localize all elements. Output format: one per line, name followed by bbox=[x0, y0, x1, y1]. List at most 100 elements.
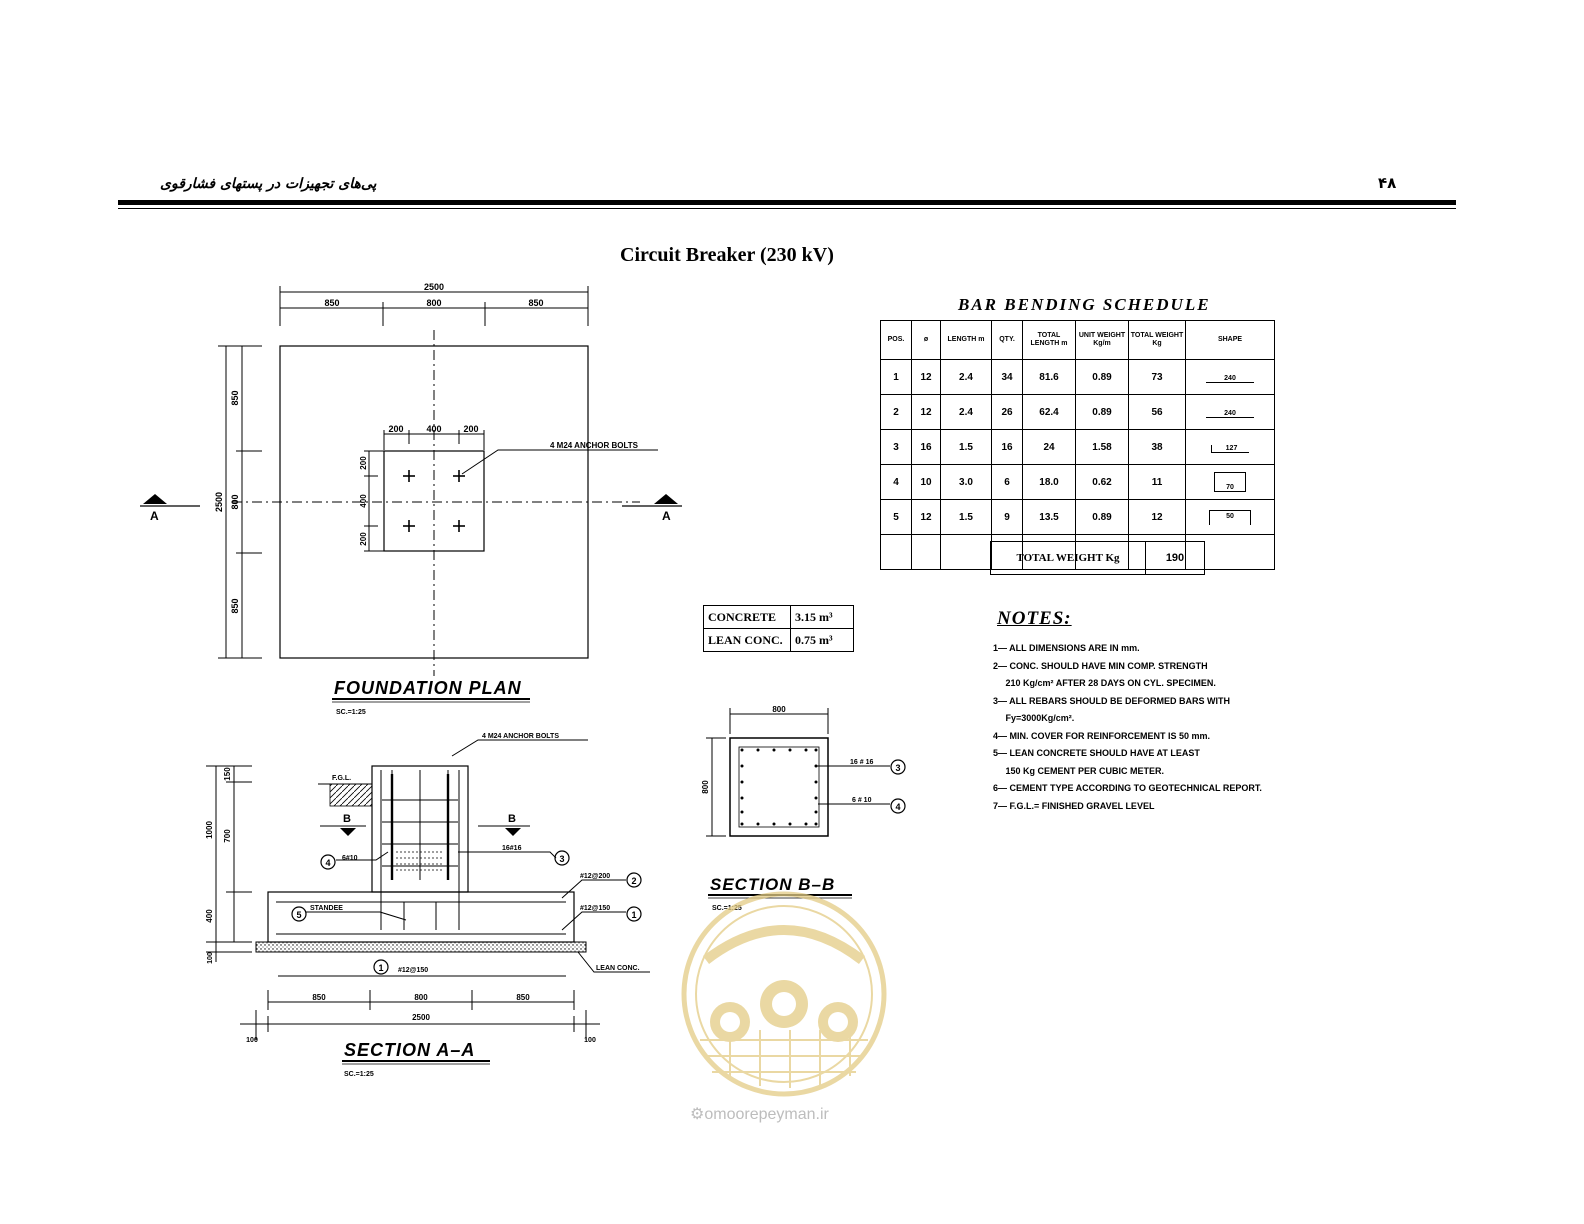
col-total-weight: TOTAL WEIGHT Kg bbox=[1128, 320, 1186, 360]
bar-bottom: #12@150 bbox=[398, 967, 428, 974]
note-line: 6— CEMENT TYPE ACCORDING TO GEOTECHNICAL… bbox=[993, 783, 1262, 793]
callout-1-bottom: 1 bbox=[378, 963, 383, 973]
cell-pos: 3 bbox=[880, 429, 912, 465]
note-line: 3— ALL REBARS SHOULD BE DEFORMED BARS WI… bbox=[993, 695, 1231, 706]
shape-stirrup: 70 bbox=[1214, 472, 1246, 492]
cell-length: 1.5 bbox=[940, 429, 992, 465]
cell-unit-weight: 0.62 bbox=[1075, 464, 1129, 500]
col-qty: QTY. bbox=[991, 320, 1023, 360]
col-pos: POS. bbox=[880, 320, 912, 360]
lean-conc-label: LEAN CONC. bbox=[596, 965, 640, 972]
cell-length: 2.4 bbox=[940, 394, 992, 430]
section-aa-scale: SC.=1:25 bbox=[344, 1071, 374, 1078]
section-mark-b-left: B bbox=[343, 813, 351, 825]
bar-12-150: #12@150 bbox=[580, 905, 610, 912]
note-line: 1— ALL DIMENSIONS ARE IN mm. bbox=[993, 643, 1140, 653]
cell-dia: 10 bbox=[911, 464, 941, 500]
cell-dia: 16 bbox=[911, 429, 941, 465]
bb-dim-800-v: 800 bbox=[701, 780, 710, 794]
note-line: 210 Kg/cm² AFTER 28 DAYS ON CYL. SPECIME… bbox=[993, 678, 1216, 688]
cell-length: 3.0 bbox=[940, 464, 992, 500]
callout-5: 5 bbox=[296, 910, 301, 920]
watermark-url-text: omoorepeyman.ir bbox=[704, 1106, 829, 1123]
table-row: LEAN CONC. 0.75 m³ bbox=[703, 628, 854, 652]
dim-bottom-800: 800 bbox=[414, 993, 428, 1002]
note-line: Fy=3000Kg/cm². bbox=[993, 713, 1075, 723]
notes-title: NOTES: bbox=[997, 608, 1072, 629]
dim-ped-left-bottom: 200 bbox=[359, 532, 368, 546]
watermark-logo-icon: ⚙ bbox=[690, 1106, 705, 1123]
cell-total-length: 81.6 bbox=[1022, 359, 1076, 395]
cell-total-weight: 38 bbox=[1128, 429, 1186, 465]
foundation-plan-scale: SC.=1:25 bbox=[336, 709, 366, 716]
dim-150: 150 bbox=[223, 767, 232, 781]
bar-schedule-title: BAR BENDING SCHEDULE bbox=[958, 295, 1211, 314]
cell-shape: 240 bbox=[1185, 359, 1275, 395]
dim-ped-left-mid: 400 bbox=[359, 494, 368, 508]
notes-list: 1— ALL DIMENSIONS ARE IN mm. 2— CONC. SH… bbox=[993, 640, 1262, 815]
bar-12-200: #12@200 bbox=[580, 873, 610, 880]
cell-shape: 70 bbox=[1185, 464, 1275, 500]
cell-total-weight: 12 bbox=[1128, 499, 1186, 535]
shape-l-bar: 127 bbox=[1210, 444, 1250, 453]
anchor-bolts-label-plan: 4 M24 ANCHOR BOLTS bbox=[550, 441, 639, 450]
book-title: پی‌های تجهیزات در پستهای فشارقوی bbox=[160, 176, 377, 192]
cell-qty: 16 bbox=[991, 429, 1023, 465]
cell-qty: 6 bbox=[991, 464, 1023, 500]
total-weight-row: TOTAL WEIGHT Kg 190 bbox=[990, 541, 1205, 575]
dim-ped-left-top: 200 bbox=[359, 456, 368, 470]
section-aa-title: SECTION A–A bbox=[344, 1040, 475, 1060]
shape-standee: 50 bbox=[1209, 509, 1251, 525]
bar-schedule-table: POS. ø LENGTH m QTY. TOTAL LENGTH m UNIT… bbox=[880, 320, 1275, 570]
cell-dia: 12 bbox=[911, 499, 941, 535]
section-bb-title: SECTION B–B bbox=[710, 875, 835, 894]
dim-ped-top-right: 200 bbox=[463, 424, 478, 434]
cell-total-length: 13.5 bbox=[1022, 499, 1076, 535]
cell-total-length: 18.0 bbox=[1022, 464, 1076, 500]
cell-qty: 34 bbox=[991, 359, 1023, 395]
col-unit-weight: UNIT WEIGHT Kg/m bbox=[1075, 320, 1129, 360]
header-rule-thin bbox=[118, 208, 1456, 209]
cell-pos: 4 bbox=[880, 464, 912, 500]
page-title: Circuit Breaker (230 kV) bbox=[620, 244, 834, 266]
cell-shape: 240 bbox=[1185, 394, 1275, 430]
dim-bottom-850-left: 850 bbox=[312, 993, 326, 1002]
callout-2: 2 bbox=[631, 876, 636, 886]
note-line: 150 Kg CEMENT PER CUBIC METER. bbox=[993, 765, 1165, 776]
bar-schedule-header: POS. ø LENGTH m QTY. TOTAL LENGTH m UNIT… bbox=[880, 320, 1275, 360]
watermark-seal bbox=[681, 891, 887, 1097]
note-line: 2— CONC. SHOULD HAVE MIN COMP. STRENGTH bbox=[993, 660, 1208, 671]
lean-conc-value: 0.75 m³ bbox=[790, 628, 854, 652]
cell-total-weight: 56 bbox=[1128, 394, 1186, 430]
total-weight-label: TOTAL WEIGHT Kg bbox=[990, 541, 1146, 575]
shape-straight: 240 bbox=[1206, 409, 1254, 418]
note-line: 5— LEAN CONCRETE SHOULD HAVE AT LEAST bbox=[993, 748, 1200, 758]
fgl-label: F.G.L. bbox=[332, 775, 351, 782]
cell-total-length: 24 bbox=[1022, 429, 1076, 465]
table-row: CONCRETE 3.15 m³ bbox=[703, 605, 854, 629]
bar-6-10: 6#10 bbox=[342, 855, 358, 862]
bb-callout-4: 4 bbox=[895, 802, 900, 812]
page-number: ۴۸ bbox=[1378, 174, 1397, 192]
shape-straight: 240 bbox=[1206, 374, 1254, 383]
concrete-label: CONCRETE bbox=[703, 605, 791, 629]
cell-total-weight: 73 bbox=[1128, 359, 1186, 395]
callout-1: 1 bbox=[631, 910, 636, 920]
cell-total-weight: 11 bbox=[1128, 464, 1186, 500]
dim-left-top: 850 bbox=[230, 390, 240, 405]
table-row: 3 16 1.5 16 24 1.58 38 127 bbox=[880, 429, 1275, 465]
cell-length: 2.4 bbox=[940, 359, 992, 395]
col-total-length: TOTAL LENGTH m bbox=[1022, 320, 1076, 360]
bb-dim-800: 800 bbox=[772, 705, 786, 714]
note-line: 4— MIN. COVER FOR REINFORCEMENT IS 50 mm… bbox=[993, 730, 1211, 741]
callout-3: 3 bbox=[559, 854, 564, 864]
concrete-value: 3.15 m³ bbox=[790, 605, 854, 629]
cell-shape: 50 bbox=[1185, 499, 1275, 535]
col-shape: SHAPE bbox=[1185, 320, 1275, 360]
dim-top-total: 2500 bbox=[424, 282, 444, 292]
dim-left-bottom: 850 bbox=[230, 598, 240, 613]
dim-bottom-850-right: 850 bbox=[516, 993, 530, 1002]
col-dia: ø bbox=[911, 320, 941, 360]
cell-pos: 5 bbox=[880, 499, 912, 535]
